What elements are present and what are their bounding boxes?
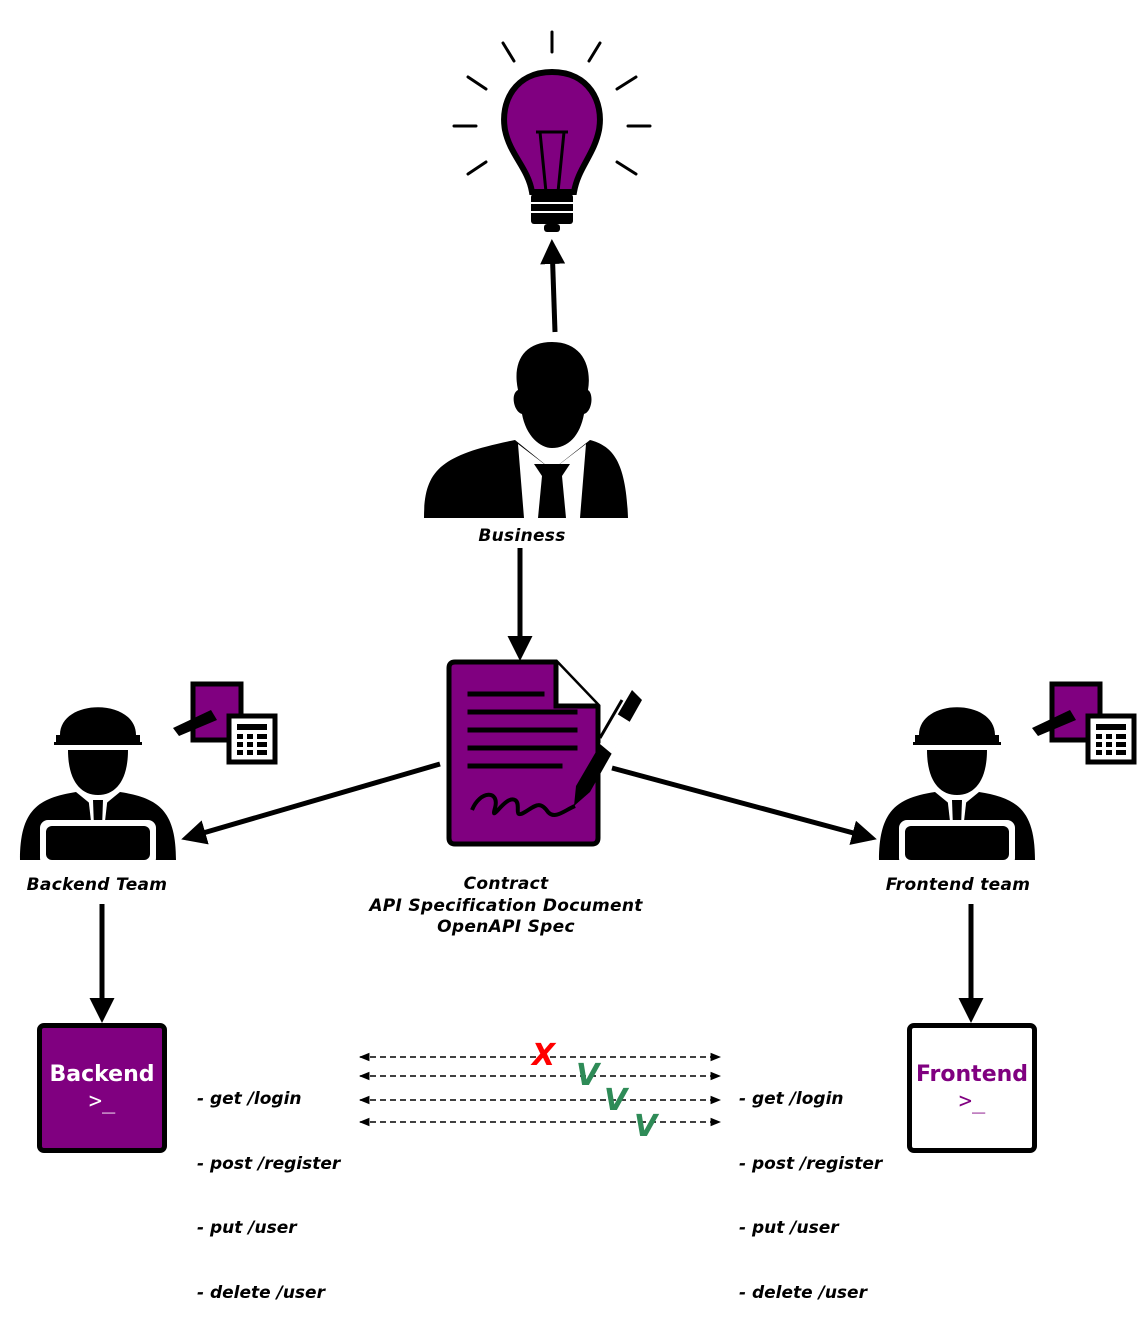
businessman-icon xyxy=(424,342,628,518)
contract-caption-line3: OpenAPI Spec xyxy=(437,917,575,937)
backend-endpoint-list: - get /login - post /register - put /use… xyxy=(197,1046,340,1326)
backend-box-title: Backend xyxy=(49,1062,155,1087)
contract-caption: Contract API Specification Document Open… xyxy=(356,874,656,939)
calculator-icon xyxy=(1030,684,1134,762)
calculator-icon xyxy=(171,684,275,762)
backend-engineer-icon xyxy=(20,707,176,866)
frontend-endpoint: - get /login xyxy=(739,1089,844,1109)
backend-team-label: Backend Team xyxy=(26,875,168,895)
match-check-icon: V xyxy=(634,1109,658,1144)
diagram-canvas xyxy=(20,30,1148,1127)
frontend-box: Frontend >_ xyxy=(907,1023,1037,1153)
frontend-team-label: Frontend team xyxy=(885,875,1031,895)
frontend-engineer-icon xyxy=(879,707,1035,866)
business-label: Business xyxy=(478,526,566,546)
frontend-endpoint: - put /user xyxy=(739,1218,839,1238)
contract-caption-line1: Contract xyxy=(463,874,549,894)
pen-icon xyxy=(574,690,642,806)
lightbulb-icon xyxy=(452,30,652,232)
backend-endpoint: - put /user xyxy=(197,1218,297,1238)
frontend-endpoint: - delete /user xyxy=(739,1282,867,1303)
contract-caption-line2: API Specification Document xyxy=(369,895,643,916)
arrow-contract-to-frontend xyxy=(611,765,877,845)
frontend-box-prompt: >_ xyxy=(958,1089,986,1114)
mismatch-cross-icon: X xyxy=(532,1038,556,1073)
backend-box-prompt: >_ xyxy=(88,1089,116,1114)
backend-endpoint: - delete /user xyxy=(197,1282,325,1303)
backend-box: Backend >_ xyxy=(37,1023,167,1153)
contract-document-icon xyxy=(446,659,601,847)
match-check-icon: V xyxy=(604,1083,628,1118)
endpoint-connectors xyxy=(358,1052,722,1127)
match-check-icon: V xyxy=(576,1058,600,1093)
frontend-endpoint-list: - get /login - post /register - put /use… xyxy=(739,1046,882,1326)
frontend-box-title: Frontend xyxy=(915,1062,1029,1087)
arrow-business-to-idea xyxy=(540,239,566,333)
arrow-contract-to-backend xyxy=(181,761,441,845)
backend-endpoint: - get /login xyxy=(197,1089,302,1109)
frontend-endpoint: - post /register xyxy=(739,1153,883,1174)
backend-endpoint: - post /register xyxy=(197,1153,341,1174)
